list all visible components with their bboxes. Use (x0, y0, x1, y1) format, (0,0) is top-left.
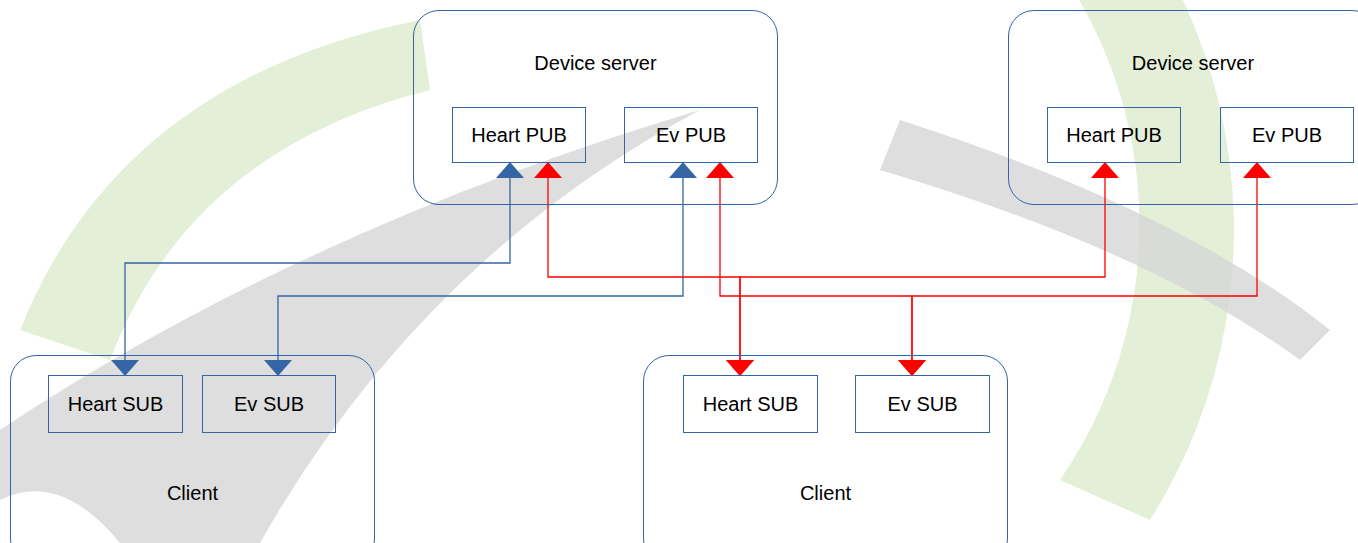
watermark-sweep (0, 110, 700, 543)
subscriber-box: Heart SUB (683, 375, 818, 433)
subscriber-box: Ev SUB (855, 375, 990, 433)
group-label: Device server (414, 51, 777, 75)
connector-arrow (720, 163, 912, 375)
subscriber-box: Ev SUB (202, 375, 336, 433)
group-label: Device server (1009, 51, 1358, 75)
group-label: Client (11, 481, 374, 505)
client: Client Heart SUB Ev SUB (10, 355, 375, 543)
box-label: Ev PUB (656, 123, 726, 147)
box-label: Heart SUB (68, 392, 164, 416)
device-server: Device serverHeart PUB Ev PUB (1008, 10, 1358, 205)
connector-arrow (125, 163, 510, 375)
publisher-box: Ev PUB (624, 107, 758, 163)
box-label: Ev PUB (1252, 123, 1322, 147)
connector-arrow (548, 163, 740, 375)
client: Client Heart SUB Ev SUB (643, 355, 1008, 543)
connector-arrow (278, 163, 683, 375)
box-label: Ev SUB (887, 392, 957, 416)
connector-arrow (912, 163, 1257, 375)
box-label: Heart PUB (1066, 123, 1162, 147)
publisher-box: Heart PUB (452, 107, 586, 163)
connector-arrow (740, 163, 1105, 375)
box-label: Heart SUB (703, 392, 799, 416)
box-label: Heart PUB (471, 123, 567, 147)
subscriber-box: Heart SUB (48, 375, 183, 433)
publisher-box: Heart PUB (1047, 107, 1181, 163)
device-server: Device serverHeart PUB Ev PUB (413, 10, 778, 205)
publisher-box: Ev PUB (1220, 107, 1354, 163)
group-label: Client (644, 481, 1007, 505)
box-label: Ev SUB (234, 392, 304, 416)
